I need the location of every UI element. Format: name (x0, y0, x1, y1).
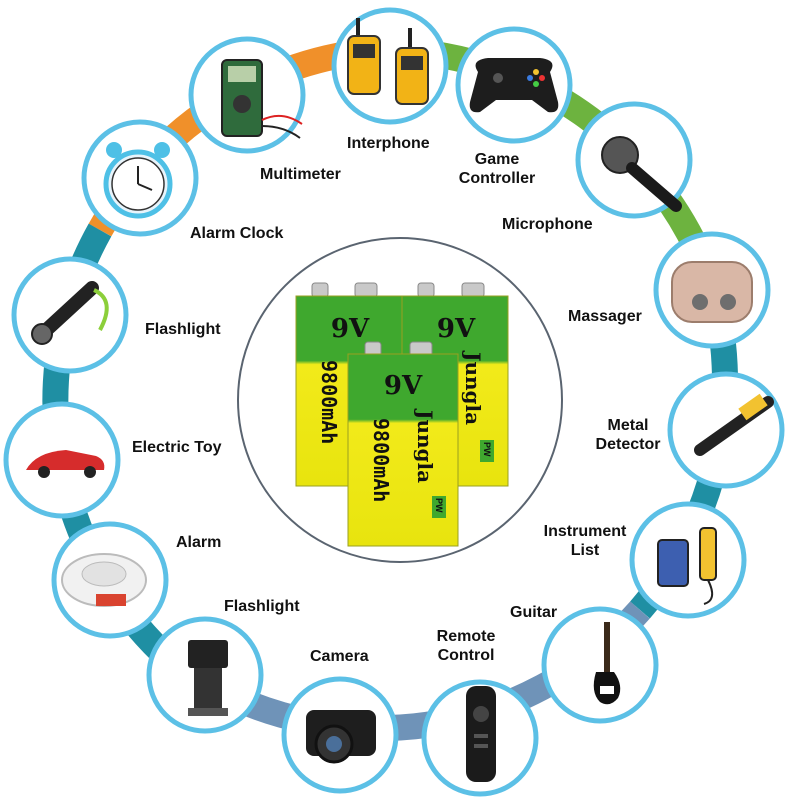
label-line: Game (474, 151, 520, 168)
battery-voltage: 9V (384, 371, 423, 401)
battery-capacity: 9800mAh (317, 360, 341, 444)
label-line: List (570, 542, 600, 559)
battery-brand-tag: PW (482, 442, 492, 457)
toy-car-icon (26, 450, 105, 478)
label-line: Detector (595, 436, 661, 453)
instrument-icon (657, 527, 717, 605)
remote-control-icon (466, 686, 496, 782)
label-flashlight-camera: Flashlight (224, 598, 300, 615)
smoke-alarm-icon (61, 553, 147, 607)
label-multimeter: Multimeter (260, 166, 341, 183)
battery-voltage: 9V (437, 314, 476, 344)
label-line: Control (437, 647, 495, 664)
label-flashlight: Flashlight (145, 321, 221, 338)
center-battery-circle: 9V 9800mAh 9V Jungla PW 9V 9800mAh Jungl… (237, 237, 563, 563)
battery-brand: Jungla (461, 350, 485, 425)
battery-front: 9V 9800mAh Jungla PW (347, 341, 459, 547)
label-interphone: Interphone (347, 135, 430, 152)
microphone-icon (601, 136, 682, 212)
label-line: Remote (436, 628, 496, 645)
flashlight-icon (31, 281, 109, 345)
label-guitar: Guitar (510, 604, 558, 621)
game-controller-icon (469, 58, 559, 113)
label-camera: Camera (310, 648, 369, 665)
multimeter-icon (221, 59, 303, 139)
label-massager: Massager (568, 308, 642, 325)
label-microphone: Microphone (502, 216, 593, 233)
metal-detector-icon (694, 393, 774, 456)
label-line: Controller (458, 170, 536, 187)
label-electric-toy: Electric Toy (132, 439, 222, 456)
label-line: Instrument (543, 523, 627, 540)
device-circle-guitar (541, 606, 659, 724)
guitar-icon (593, 622, 621, 705)
label-alarm-clock: Alarm Clock (190, 225, 284, 242)
battery-voltage: 9V (331, 314, 370, 344)
camera-flash-icon (188, 640, 228, 716)
massager-icon (671, 261, 753, 323)
walkie-talkie-icon (347, 18, 429, 105)
alarm-clock-icon (103, 142, 173, 219)
camera-icon (306, 710, 376, 764)
label-alarm: Alarm (176, 534, 222, 551)
label-line: Metal (607, 417, 649, 434)
battery-brand: Jungla (413, 408, 437, 483)
battery-brand-tag: PW (434, 498, 444, 513)
battery-capacity: 9800mAh (369, 418, 393, 502)
